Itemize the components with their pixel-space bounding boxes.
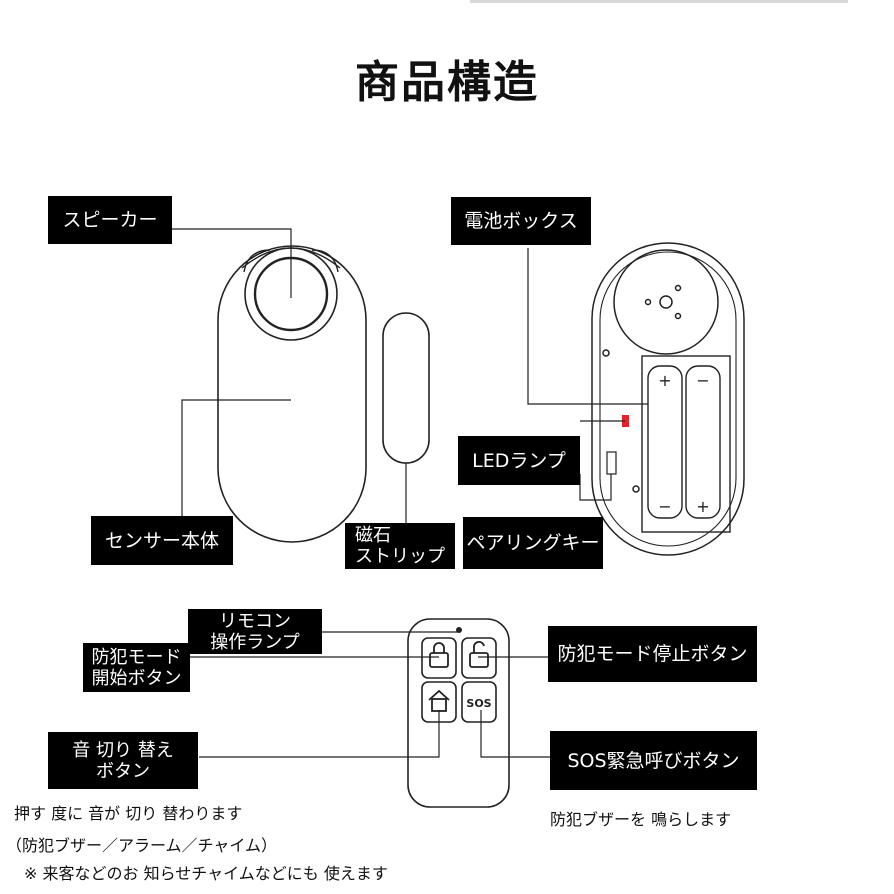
sos-description: 防犯ブザーを 鳴らします (550, 810, 732, 829)
battery-2-minus: − (696, 371, 709, 390)
lock-closed-icon (429, 642, 449, 668)
battery-1-minus: − (658, 497, 671, 516)
pairing-switch (606, 451, 617, 475)
page-title: 商品構造 (355, 57, 539, 108)
pairing-key-label: ペアリングキー (463, 517, 603, 569)
battery-box (641, 355, 731, 533)
sos-button-label: SOS緊急呼びボタン (550, 731, 757, 790)
sensor-back (591, 242, 745, 556)
remote-lamp-label-line1: リモコン (219, 610, 291, 632)
arm-button-label: 防犯モード 開始ボタン (83, 643, 190, 692)
sos-key-text: SOS (466, 697, 491, 710)
magnet-strip (382, 312, 430, 464)
arm-button-label-line1: 防犯モード (91, 646, 182, 668)
remote-lamp-label-line2: 操作ランプ (210, 631, 300, 653)
disarm-button-label: 防犯モード停止ボタン (548, 626, 757, 682)
lock-open-icon (469, 641, 489, 668)
battery-2-plus: + (696, 497, 709, 516)
sound-extra-note: ※ 来客などのお 知らせチャイムなどにも 使えます (24, 864, 388, 883)
magnet-strip-label-line1: 磁石 (355, 525, 391, 546)
leader-lines (172, 228, 648, 758)
speaker-label: スピーカー (48, 196, 172, 244)
led-lamp-label: LEDランプ (458, 436, 580, 485)
sound-switch-label-line1: 音 切り 替え (72, 739, 174, 761)
sound-modes: （防犯ブザー／アラーム／チャイム） (6, 836, 278, 855)
sensor-body-label: センサー本体 (91, 516, 233, 565)
remote-control (407, 618, 510, 808)
battery-1-plus: + (658, 371, 671, 390)
led-indicator (622, 415, 629, 427)
battery-1 (647, 365, 683, 519)
top-divider (470, 0, 848, 3)
sensor-body (217, 245, 367, 543)
remote-lamp-label: リモコン 操作ランプ (188, 609, 322, 654)
battery-2 (685, 365, 721, 519)
magnet-strip-label: 磁石 ストリップ (345, 523, 455, 569)
magnet-strip-label-line2: ストリップ (355, 546, 445, 567)
sound-description: 押す 度に 音が 切り 替わります (14, 804, 243, 823)
sound-switch-button-label: 音 切り 替え ボタン (48, 732, 198, 789)
arm-button-label-line2: 開始ボタン (91, 667, 182, 689)
sound-switch-label-line2: ボタン (96, 760, 150, 782)
battery-box-label: 電池ボックス (451, 197, 591, 245)
home-icon (428, 689, 450, 712)
